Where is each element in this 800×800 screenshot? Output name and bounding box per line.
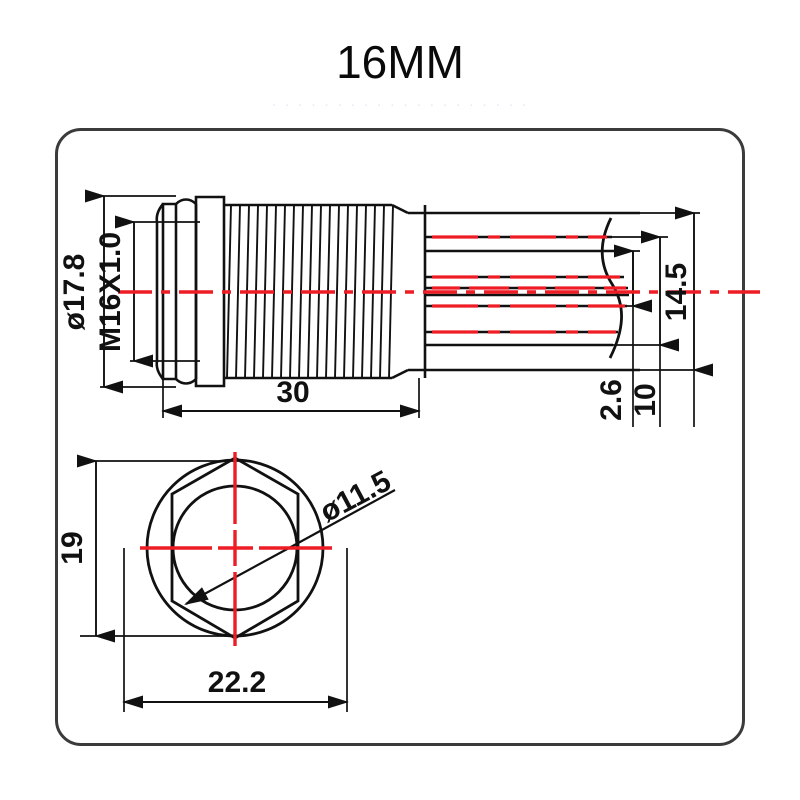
ghost-text-artifact: · · · · · · · · · · · · · · · · · · · · xyxy=(271,96,529,113)
center-lines xyxy=(118,235,760,646)
dimension-labels: ø17.8 M16X1.0 30 14.5 2.6 10 19 22.2 ø11… xyxy=(56,232,693,699)
dim-thread-spec: M16X1.0 xyxy=(94,232,127,352)
dim-bore-diameter: ø11.5 xyxy=(315,464,397,528)
drawing-card-border xyxy=(55,128,745,746)
dim-terminal-offset: 2.6 xyxy=(595,379,628,421)
page-title: 16MM xyxy=(336,36,464,88)
dim-terminal-length: 10 xyxy=(629,383,662,416)
front-view-dimensions xyxy=(77,454,396,712)
dim-across-corners: 22.2 xyxy=(208,666,266,699)
dim-outer-diameter: ø17.8 xyxy=(58,254,91,331)
dim-across-flats: 19 xyxy=(56,531,89,564)
dim-thread-length: 30 xyxy=(276,376,309,409)
dim-terminal-height: 14.5 xyxy=(660,263,693,321)
